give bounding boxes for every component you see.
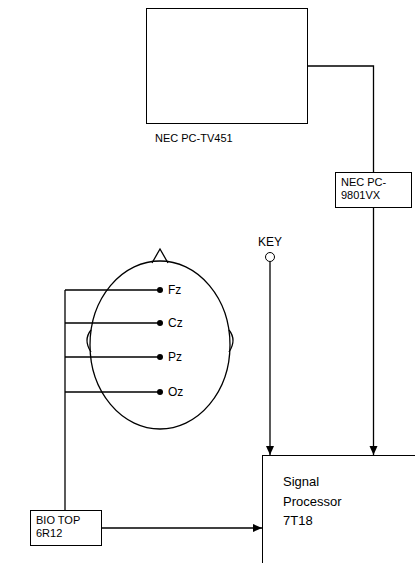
key-switch: KEY xyxy=(265,252,275,262)
monitor-box: NEC PC-TV451 xyxy=(146,8,308,124)
electrode-wire xyxy=(65,322,158,323)
electrode-label: Fz xyxy=(168,284,181,296)
electrode xyxy=(157,320,163,326)
electrode-wire xyxy=(65,356,158,357)
electrode-bus xyxy=(64,290,65,510)
nose xyxy=(152,249,168,263)
node-label: BIO TOP 6R12 xyxy=(31,511,101,542)
node-label: NEC PC-TV451 xyxy=(155,132,233,145)
electrode-label: Oz xyxy=(168,386,183,398)
signal-line xyxy=(102,527,262,528)
signal-line xyxy=(269,262,270,455)
electrode xyxy=(157,354,163,360)
processor-box: Signal Processor 7T18 xyxy=(262,455,415,563)
ear xyxy=(229,330,233,352)
electrode-label: Pz xyxy=(168,351,182,363)
signal-line xyxy=(373,208,374,455)
electrode-label: Cz xyxy=(168,317,183,329)
electrode xyxy=(157,287,163,293)
node-label: NEC PC-9801VX xyxy=(336,173,411,204)
amplifier-box: BIO TOP 6R12 xyxy=(30,510,102,546)
node-label: Signal Processor 7T18 xyxy=(283,472,355,531)
ear xyxy=(87,330,91,352)
electrode-wire xyxy=(65,391,158,392)
head-outline xyxy=(90,261,230,429)
electrode-wire xyxy=(65,289,158,290)
signal-line xyxy=(308,66,374,172)
node-label: KEY xyxy=(258,236,282,250)
computer-box: NEC PC-9801VX xyxy=(335,172,412,208)
electrode xyxy=(157,389,163,395)
